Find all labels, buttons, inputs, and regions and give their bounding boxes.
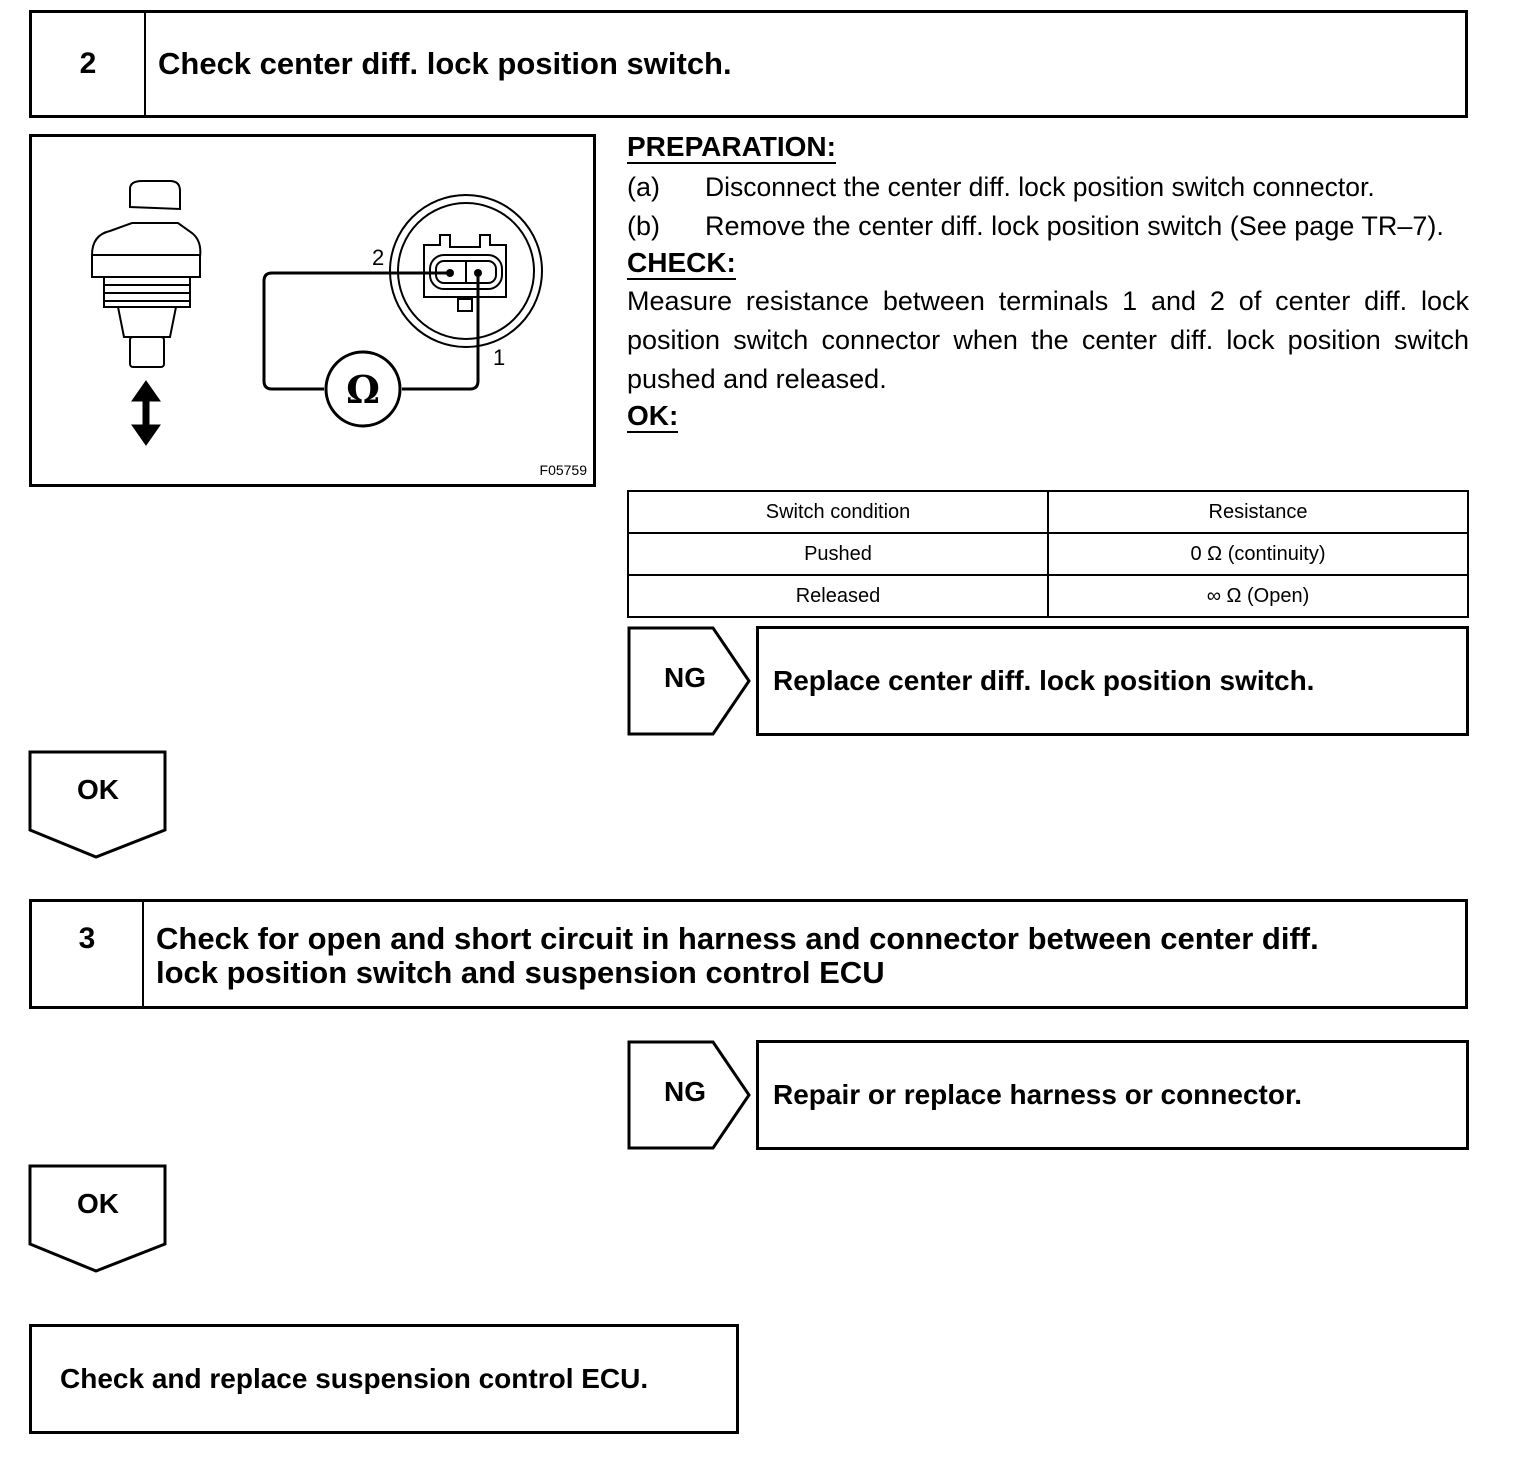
ok-tag-label: OK bbox=[77, 774, 119, 805]
table-row: Released ∞ Ω (Open) bbox=[627, 574, 1469, 618]
item-label: (a) bbox=[627, 172, 660, 202]
push-release-arrow-icon bbox=[131, 380, 161, 446]
step-number: 3 bbox=[32, 902, 144, 1006]
step-number: 2 bbox=[32, 13, 146, 115]
check-text: Measure resistance between terminals 1 a… bbox=[627, 286, 1469, 394]
ohmmeter-icon bbox=[324, 350, 402, 428]
step-title: Check for open and short circuit in harn… bbox=[144, 902, 1465, 1006]
step-3-header: 3 Check for open and short circuit in ha… bbox=[29, 899, 1468, 1009]
ng-result-text: Repair or replace harness or connector. bbox=[773, 1079, 1303, 1110]
ok-heading: OK: bbox=[627, 400, 679, 433]
table-header: Resistance bbox=[1047, 490, 1469, 534]
connector-icon bbox=[389, 194, 543, 348]
final-action-text: Check and replace suspension control ECU… bbox=[60, 1363, 649, 1394]
table-cell: 0 Ω (continuity) bbox=[1047, 532, 1469, 576]
instructions: PREPARATION: (a) Disconnect the center d… bbox=[627, 132, 1471, 433]
preparation-item-b: (b) Remove the center diff. lock positio… bbox=[627, 207, 1471, 246]
ohmmeter-wiring bbox=[262, 271, 480, 391]
position-switch-icon bbox=[91, 180, 202, 368]
table-cell: Pushed bbox=[627, 532, 1049, 576]
figure-code: F05759 bbox=[539, 462, 587, 478]
item-text: Disconnect the center diff. lock positio… bbox=[705, 172, 1375, 202]
table-cell: Released bbox=[627, 574, 1049, 618]
table-header: Switch condition bbox=[627, 490, 1049, 534]
item-label: (b) bbox=[627, 211, 660, 241]
final-action-box: Check and replace suspension control ECU… bbox=[29, 1324, 739, 1434]
ng-arrow-tag-icon bbox=[627, 626, 751, 736]
table-header-row: Switch condition Resistance bbox=[627, 490, 1469, 534]
ok-down-arrow-tag-icon bbox=[28, 750, 167, 859]
step-title-line-2: lock position switch and suspension cont… bbox=[156, 955, 885, 990]
ng-arrow-tag-icon bbox=[627, 1040, 751, 1150]
ok-down-arrow-tag-icon bbox=[28, 1164, 167, 1273]
step-title: Check center diff. lock position switch. bbox=[158, 46, 732, 81]
ohm-symbol: Ω bbox=[346, 367, 380, 412]
step-2-header: 2 Check center diff. lock position switc… bbox=[29, 10, 1468, 118]
ng-tag-label: NG bbox=[664, 1076, 706, 1107]
terminal-1-label: 1 bbox=[493, 345, 505, 370]
ng-result-box: Repair or replace harness or connector. bbox=[756, 1040, 1469, 1150]
table-row: Pushed 0 Ω (continuity) bbox=[627, 532, 1469, 576]
step-title-line-1: Check for open and short circuit in harn… bbox=[156, 921, 1319, 956]
table-cell: ∞ Ω (Open) bbox=[1047, 574, 1469, 618]
check-heading: CHECK: bbox=[627, 247, 736, 280]
ok-tag-label: OK bbox=[77, 1188, 119, 1219]
ng-result-text: Replace center diff. lock position switc… bbox=[773, 665, 1315, 696]
ng-tag-label: NG bbox=[664, 662, 706, 693]
preparation-heading: PREPARATION: bbox=[627, 131, 836, 164]
resistance-spec-table: Switch condition Resistance Pushed 0 Ω (… bbox=[627, 490, 1469, 618]
preparation-item-a: (a) Disconnect the center diff. lock pos… bbox=[627, 168, 1471, 207]
preparation-list: (a) Disconnect the center diff. lock pos… bbox=[627, 168, 1471, 246]
terminal-2-label: 2 bbox=[372, 245, 384, 270]
item-text: Remove the center diff. lock position sw… bbox=[705, 211, 1444, 241]
ng-result-box: Replace center diff. lock position switc… bbox=[756, 626, 1469, 736]
switch-diagram: Ω 2 1 F05759 bbox=[29, 134, 596, 487]
switch-connector-illustration: Ω 2 1 bbox=[91, 180, 543, 446]
